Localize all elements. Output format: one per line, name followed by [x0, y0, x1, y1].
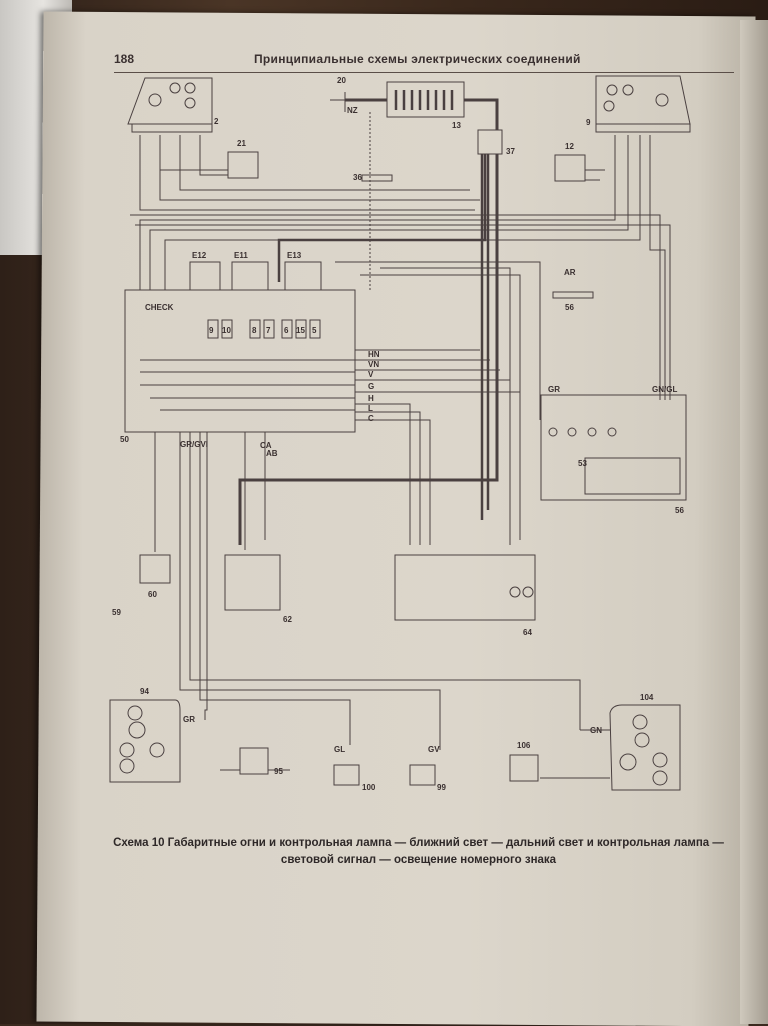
fuse-row: 9 10 8 7 6 15 5 [207, 319, 321, 339]
diagram-label: GL [334, 745, 345, 754]
label-20: 20 [337, 76, 346, 85]
wire-label-nz: NZ [347, 106, 358, 115]
label-9: 9 [586, 118, 591, 127]
wire-label-ab: AB [266, 449, 278, 458]
label-36: 36 [353, 173, 362, 182]
diagram-label: 7 [266, 326, 271, 335]
wire-label-h: H [368, 394, 374, 403]
diagram-label: GV [428, 745, 440, 754]
diagram-label: 6 [284, 326, 289, 335]
tail-lamp-94 [109, 699, 181, 783]
wire-label-l: L [368, 404, 373, 413]
relay-37 [477, 129, 503, 155]
wire-label-grgvi: GR/GVI [180, 440, 208, 449]
wire-label-v: V [368, 370, 374, 379]
caption-line-1: Схема 10 Габаритные огни и контрольная л… [113, 837, 724, 849]
wire-label-vn: VN [368, 360, 379, 369]
label-62: 62 [283, 615, 292, 624]
diagram-label: 5 [312, 326, 317, 335]
relay-21 [227, 151, 259, 179]
wire-label-gr: GR [548, 385, 560, 394]
page-edge [740, 20, 768, 1024]
label-99: 99 [437, 783, 446, 792]
label-60: 60 [148, 590, 157, 599]
label-106: 106 [517, 741, 531, 750]
label-50: 50 [120, 435, 129, 444]
wire-label-gngl: GN/GL [652, 385, 677, 394]
wire-label-c: C [368, 414, 374, 423]
tail-lamp-104 [609, 704, 681, 791]
light-switch-56 [540, 394, 687, 501]
diagram-label: 10 [222, 326, 231, 335]
label-100: 100 [362, 783, 376, 792]
label-53: 53 [578, 459, 587, 468]
label-e13: E13 [287, 251, 302, 260]
label-95: 95 [274, 767, 283, 776]
relay-95 [239, 747, 269, 775]
switch-62 [224, 554, 281, 611]
figure-caption: Схема 10 Габаритные огни и контрольная л… [96, 835, 741, 869]
wire-label-ca: CA [260, 441, 272, 450]
relay-60 [139, 554, 171, 584]
page-title: Принципиальные схемы электрических соеди… [254, 52, 581, 66]
label-64: 64 [523, 628, 532, 637]
diagram-label: 9 [209, 326, 214, 335]
plate-lamp-100 [333, 764, 360, 786]
label-2: 2 [214, 117, 219, 126]
page-header: 188 Принципиальные схемы электрических с… [114, 50, 734, 73]
label-56-switch: 56 [675, 506, 684, 515]
check-label: CHECK [145, 303, 174, 312]
label-13: 13 [452, 121, 461, 130]
label-94: 94 [140, 687, 149, 696]
switch-64 [394, 554, 536, 621]
label-12: 12 [565, 142, 574, 151]
wire-label-g: G [368, 382, 374, 391]
plate-lamp-99 [409, 764, 436, 786]
relay-12 [554, 154, 586, 182]
label-e12: E12 [192, 251, 207, 260]
caption-line-2: световой сигнал — освещение номерного зн… [280, 854, 557, 866]
component-headlamp-right: 9 [586, 75, 691, 133]
label-e11: E11 [234, 251, 248, 260]
wire-label-hn: HN [368, 350, 380, 359]
wire-label-ar: AR [564, 268, 576, 277]
page-number: 188 [114, 52, 135, 66]
label-59: 59 [112, 608, 121, 617]
component-headlamp-left: 2 [127, 77, 219, 133]
label-56: 56 [565, 303, 574, 312]
connector-56 [552, 291, 594, 299]
label-104: 104 [640, 693, 654, 702]
relay-106 [509, 754, 539, 782]
diagram-label: 15 [296, 326, 305, 335]
diagram-label: GR [183, 715, 195, 724]
diagram-label: 8 [252, 326, 257, 335]
label-21: 21 [237, 139, 246, 148]
label-37: 37 [506, 147, 515, 156]
